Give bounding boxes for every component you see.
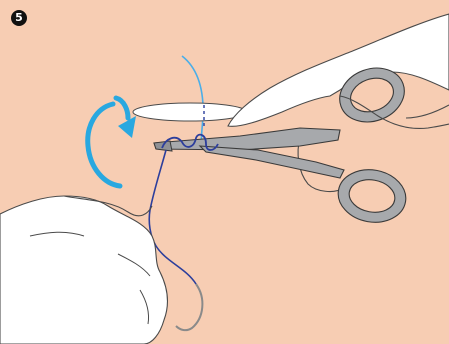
step-number-badge: 5 xyxy=(11,10,27,26)
wound-ellipse xyxy=(133,103,247,121)
